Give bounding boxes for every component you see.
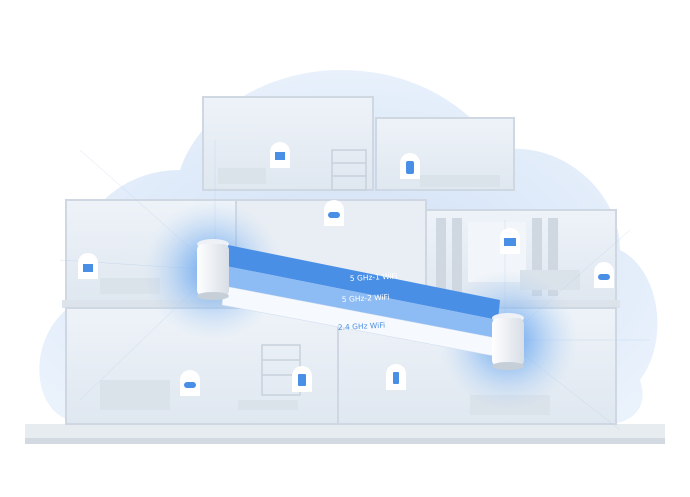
band-label-5ghz-1: 5 GHz-1 WiFi (350, 272, 398, 283)
speaker-icon (400, 153, 420, 179)
device-badges (78, 142, 614, 396)
ground-slab (25, 424, 665, 444)
smart-home-icon (78, 253, 98, 279)
tv-icon (500, 228, 520, 254)
wifi-bands: 5 GHz-1 WiFi 5 GHz-2 WiFi 2.4 GHz WiFi (221, 245, 500, 357)
band-5ghz-1 (226, 245, 500, 320)
band-5ghz-2 (224, 266, 498, 338)
desktop-icon (270, 142, 290, 168)
game-controller-icon (324, 200, 344, 226)
band-label-2-4ghz: 2.4 GHz WiFi (338, 321, 386, 332)
game-controller-icon (594, 262, 614, 288)
shelf (261, 149, 367, 396)
mesh-router-2 (492, 313, 524, 370)
mesh-router-1 (197, 239, 229, 300)
tablet-icon (292, 366, 312, 392)
phone-icon (386, 364, 406, 390)
game-controller-icon (180, 370, 200, 396)
band-label-5ghz-2: 5 GHz-2 WiFi (342, 293, 390, 304)
